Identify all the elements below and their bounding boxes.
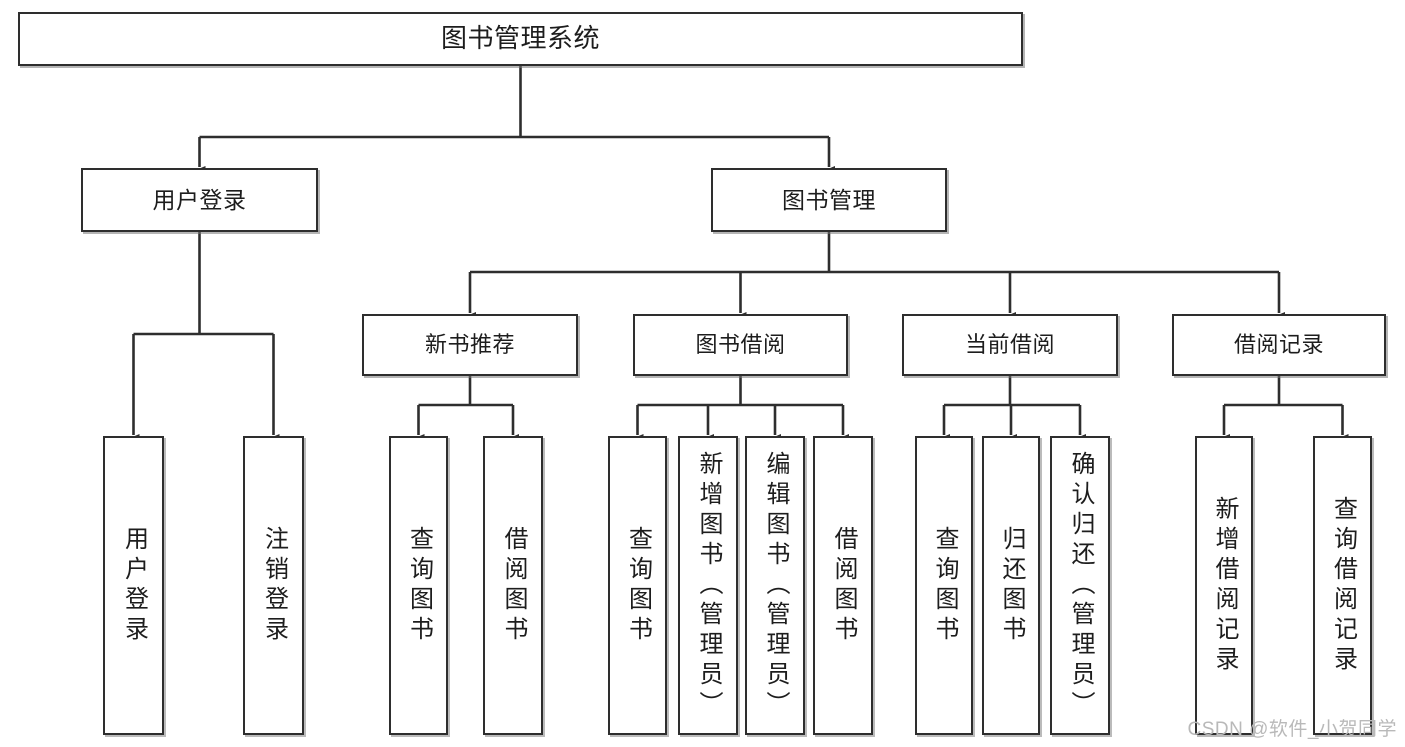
leaf-logout[interactable]: 注销登录 [243,436,304,735]
leaf-return-book[interactable]: 归还图书 [982,436,1040,735]
node-label: 新书推荐 [424,332,515,358]
node-label: 图书管理系统 [440,23,600,54]
node-label: 新增借阅记录 [1211,495,1238,676]
node-book-borrow[interactable]: 图书借阅 [633,314,848,376]
node-label: 编辑图书（管理员） [762,450,789,721]
node-label: 归还图书 [998,525,1025,646]
leaf-query-book-borrow[interactable]: 查询图书 [608,436,667,735]
leaf-user-login[interactable]: 用户登录 [103,436,164,735]
leaf-add-book-admin[interactable]: 新增图书（管理员） [678,436,738,735]
node-label: 借阅图书 [830,525,857,646]
leaf-confirm-return-admin[interactable]: 确认归还（管理员） [1050,436,1110,735]
node-label: 注销登录 [260,525,288,646]
leaf-edit-book-admin[interactable]: 编辑图书（管理员） [745,436,805,735]
node-borrow-records[interactable]: 借阅记录 [1172,314,1386,376]
node-label: 新增图书（管理员） [695,450,722,721]
node-user-login[interactable]: 用户登录 [81,168,318,232]
leaf-query-book-current[interactable]: 查询图书 [915,436,973,735]
leaf-borrow-book-newbook[interactable]: 借阅图书 [483,436,543,735]
node-label: 查询借阅记录 [1329,495,1357,676]
node-label: 当前借阅 [964,332,1055,358]
leaf-add-borrow-record[interactable]: 新增借阅记录 [1195,436,1253,735]
node-label: 确认归还（管理员） [1067,450,1094,721]
node-label: 图书管理 [782,186,876,213]
node-label: 用户登录 [152,186,247,213]
node-label: 查询图书 [624,525,652,646]
node-book-management[interactable]: 图书管理 [711,168,947,232]
node-new-book-recommend[interactable]: 新书推荐 [362,314,578,376]
node-label: 图书借阅 [695,332,786,358]
node-label: 查询图书 [931,525,958,646]
node-current-borrow[interactable]: 当前借阅 [902,314,1118,376]
node-root-system[interactable]: 图书管理系统 [18,12,1023,66]
node-label: 用户登录 [120,525,148,646]
leaf-query-borrow-record[interactable]: 查询借阅记录 [1313,436,1372,735]
leaf-borrow-book[interactable]: 借阅图书 [813,436,873,735]
node-label: 查询图书 [405,525,433,646]
node-label: 借阅图书 [500,525,527,646]
leaf-query-book-newbook[interactable]: 查询图书 [389,436,448,735]
node-label: 借阅记录 [1233,332,1324,358]
